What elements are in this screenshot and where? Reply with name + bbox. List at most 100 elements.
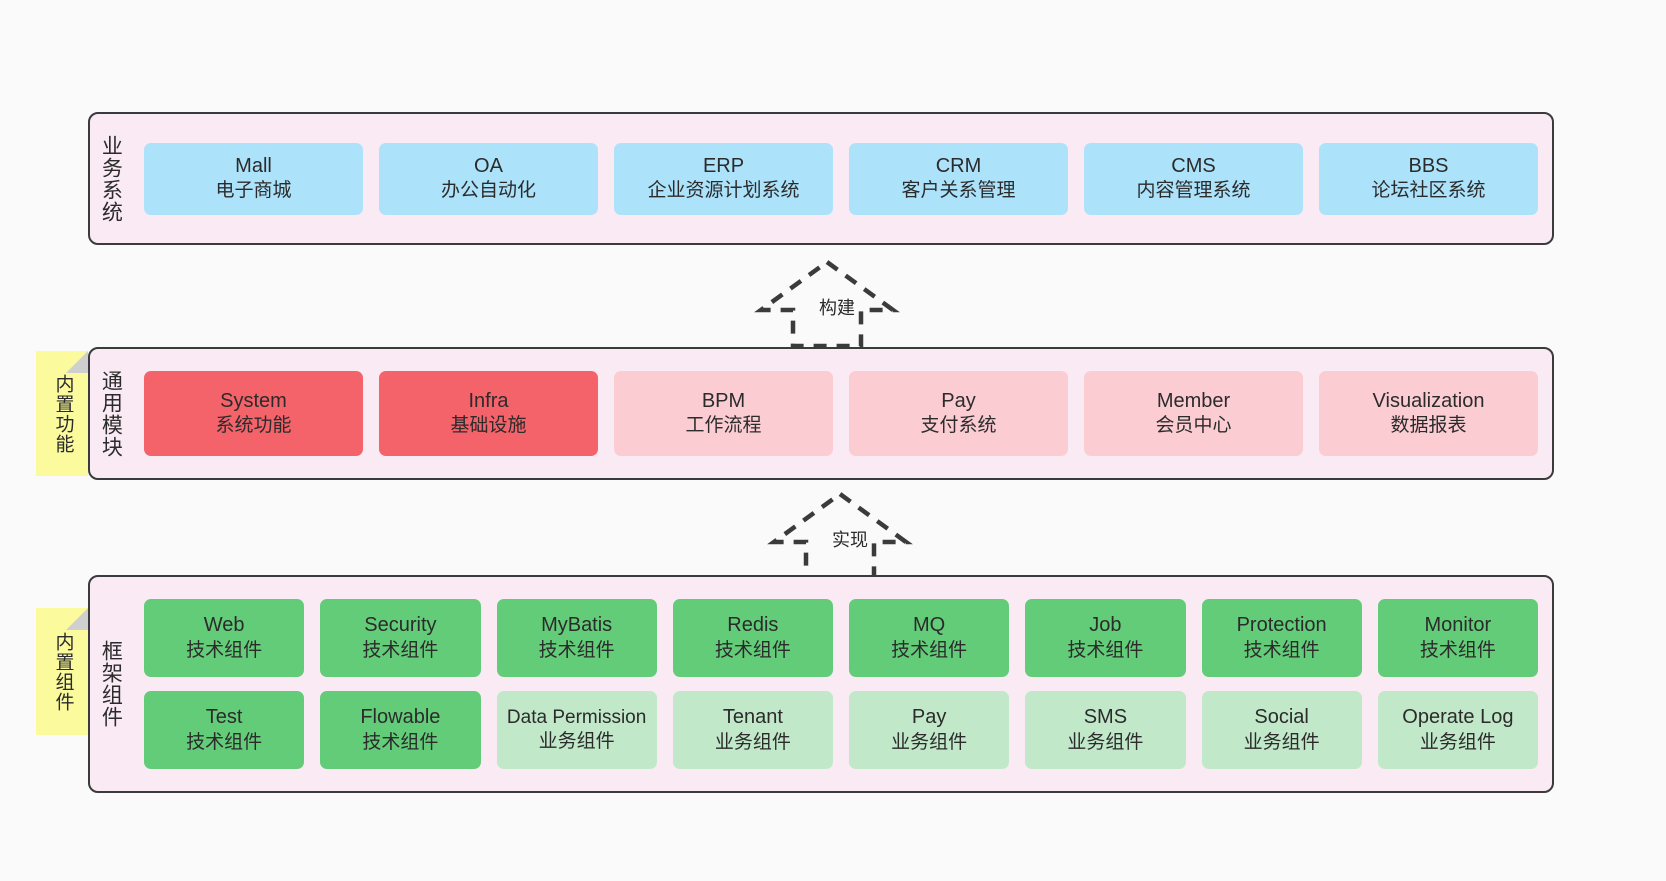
- box-title: Operate Log: [1402, 706, 1514, 729]
- box-title: Data Permission: [506, 706, 647, 728]
- box-subtitle: 技术组件: [1067, 639, 1144, 661]
- box-title: CMS: [1171, 154, 1216, 177]
- business-box-oa[interactable]: OA 办公自动化: [379, 142, 598, 215]
- box-title: OA: [474, 154, 503, 177]
- framework-box-protection[interactable]: Protection 技术组件: [1201, 599, 1362, 677]
- arrow-implement-label: 实现: [830, 526, 870, 552]
- box-subtitle: 企业资源计划系统: [647, 180, 800, 202]
- framework-box-job[interactable]: Job 技术组件: [1025, 599, 1186, 677]
- box-title: Flowable: [360, 706, 441, 729]
- box-title: Visualization: [1372, 389, 1485, 412]
- box-title: Security: [364, 614, 437, 637]
- business-box-crm[interactable]: CRM 客户关系管理: [849, 142, 1068, 215]
- framework-box-web[interactable]: Web 技术组件: [144, 599, 305, 677]
- box-subtitle: 技术组件: [362, 731, 439, 753]
- framework-box-monitor[interactable]: Monitor 技术组件: [1377, 599, 1538, 677]
- box-subtitle: 业务组件: [1243, 731, 1320, 753]
- layer-framework-component-label: 框架组件: [99, 640, 123, 728]
- business-box-row: Mall 电子商城 OA 办公自动化 ERP 企业资源计划系统 CRM 客户关系…: [144, 142, 1538, 215]
- arrow-build: 构建: [754, 258, 900, 349]
- layer-common-module-body: System 系统功能 Infra 基础设施 BPM 工作流程 Pay 支付系统…: [130, 349, 1552, 478]
- business-box-cms[interactable]: CMS 内容管理系统: [1084, 142, 1303, 215]
- note-builtin-function-label: 内置功能: [52, 373, 74, 454]
- business-box-bbs[interactable]: BBS 论坛社区系统: [1319, 142, 1538, 215]
- box-subtitle: 基础设施: [450, 415, 527, 437]
- box-subtitle: 业务组件: [1067, 731, 1144, 753]
- box-subtitle: 技术组件: [362, 639, 439, 661]
- box-title: Infra: [468, 389, 509, 412]
- layer-business-system-label: 业务系统: [99, 134, 123, 223]
- common-box-member[interactable]: Member 会员中心: [1084, 371, 1303, 456]
- framework-box-data-permission[interactable]: Data Permission 业务组件: [496, 691, 657, 769]
- box-subtitle: 技术组件: [538, 639, 615, 661]
- box-title: Tenant: [722, 706, 783, 729]
- layer-business-system-body: Mall 电子商城 OA 办公自动化 ERP 企业资源计划系统 CRM 客户关系…: [130, 114, 1552, 243]
- box-subtitle: 业务组件: [1419, 731, 1496, 753]
- framework-box-pay[interactable]: Pay 业务组件: [849, 691, 1010, 769]
- box-title: Pay: [941, 389, 976, 412]
- box-subtitle: 电子商城: [215, 180, 292, 202]
- framework-box-test[interactable]: Test 技术组件: [144, 691, 305, 769]
- box-subtitle: 支付系统: [920, 415, 997, 437]
- framework-box-mq[interactable]: MQ 技术组件: [849, 599, 1010, 677]
- arrow-build-label: 构建: [817, 294, 857, 320]
- framework-box-sms[interactable]: SMS 业务组件: [1025, 691, 1186, 769]
- box-subtitle: 客户关系管理: [901, 180, 1016, 202]
- business-box-erp[interactable]: ERP 企业资源计划系统: [614, 142, 833, 215]
- box-subtitle: 论坛社区系统: [1371, 180, 1486, 202]
- arrow-build-shape: [754, 259, 900, 349]
- box-title: MQ: [913, 614, 946, 637]
- box-title: ERP: [702, 154, 745, 177]
- framework-box-social[interactable]: Social 业务组件: [1201, 691, 1362, 769]
- note-builtin-component: 内置组件: [36, 608, 88, 735]
- box-subtitle: 技术组件: [186, 731, 263, 753]
- box-title: BBS: [1408, 154, 1449, 177]
- box-title: MyBatis: [541, 614, 613, 637]
- framework-biz-row: Test 技术组件 Flowable 技术组件 Data Permission …: [144, 691, 1538, 769]
- business-box-mall[interactable]: Mall 电子商城: [144, 142, 363, 215]
- layer-framework-component-body: Web 技术组件 Security 技术组件 MyBatis 技术组件 Redi…: [130, 577, 1552, 791]
- box-title: Job: [1089, 614, 1122, 637]
- layer-business-system: 业务系统 Mall 电子商城 OA 办公自动化 ERP 企业资源计划系统 CRM: [88, 112, 1554, 245]
- box-title: Pay: [911, 706, 947, 729]
- framework-box-tenant[interactable]: Tenant 业务组件: [672, 691, 833, 769]
- box-title: System: [220, 389, 287, 412]
- common-box-infra[interactable]: Infra 基础设施: [379, 371, 598, 456]
- box-title: Member: [1156, 389, 1231, 412]
- box-subtitle: 办公自动化: [440, 180, 536, 202]
- framework-tech-row: Web 技术组件 Security 技术组件 MyBatis 技术组件 Redi…: [144, 599, 1538, 677]
- box-subtitle: 内容管理系统: [1136, 180, 1251, 202]
- box-subtitle: 技术组件: [714, 639, 791, 661]
- box-subtitle: 技术组件: [186, 639, 263, 661]
- box-subtitle: 技术组件: [1243, 639, 1320, 661]
- framework-box-security[interactable]: Security 技术组件: [320, 599, 481, 677]
- box-title: BPM: [701, 389, 746, 412]
- box-title: Social: [1254, 706, 1309, 729]
- box-title: Redis: [727, 614, 779, 637]
- common-box-row: System 系统功能 Infra 基础设施 BPM 工作流程 Pay 支付系统…: [144, 371, 1538, 456]
- box-title: Test: [205, 706, 243, 729]
- common-box-visualization[interactable]: Visualization 数据报表: [1319, 371, 1538, 456]
- common-box-system[interactable]: System 系统功能: [144, 371, 363, 456]
- framework-box-mybatis[interactable]: MyBatis 技术组件: [496, 599, 657, 677]
- box-title: Mall: [235, 154, 272, 177]
- box-subtitle: 业务组件: [538, 731, 615, 752]
- framework-box-operate-log[interactable]: Operate Log 业务组件: [1377, 691, 1538, 769]
- layer-common-module-label: 通用模块: [99, 369, 123, 458]
- box-title: CRM: [935, 154, 982, 177]
- box-subtitle: 会员中心: [1155, 415, 1232, 437]
- box-title: Web: [203, 614, 245, 637]
- box-subtitle: 工作流程: [685, 415, 762, 437]
- layer-common-module: 通用模块 System 系统功能 Infra 基础设施 BPM 工作流程 Pay: [88, 347, 1554, 480]
- common-box-bpm[interactable]: BPM 工作流程: [614, 371, 833, 456]
- box-title: SMS: [1083, 706, 1128, 729]
- box-subtitle: 技术组件: [891, 639, 968, 661]
- layer-framework-component: 框架组件 Web 技术组件 Security 技术组件 MyBatis 技术组件…: [88, 575, 1554, 793]
- common-box-pay[interactable]: Pay 支付系统: [849, 371, 1068, 456]
- framework-box-redis[interactable]: Redis 技术组件: [672, 599, 833, 677]
- box-subtitle: 数据报表: [1390, 415, 1467, 437]
- framework-box-flowable[interactable]: Flowable 技术组件: [320, 691, 481, 769]
- box-title: Monitor: [1424, 614, 1492, 637]
- arrow-implement-shape: [767, 491, 913, 581]
